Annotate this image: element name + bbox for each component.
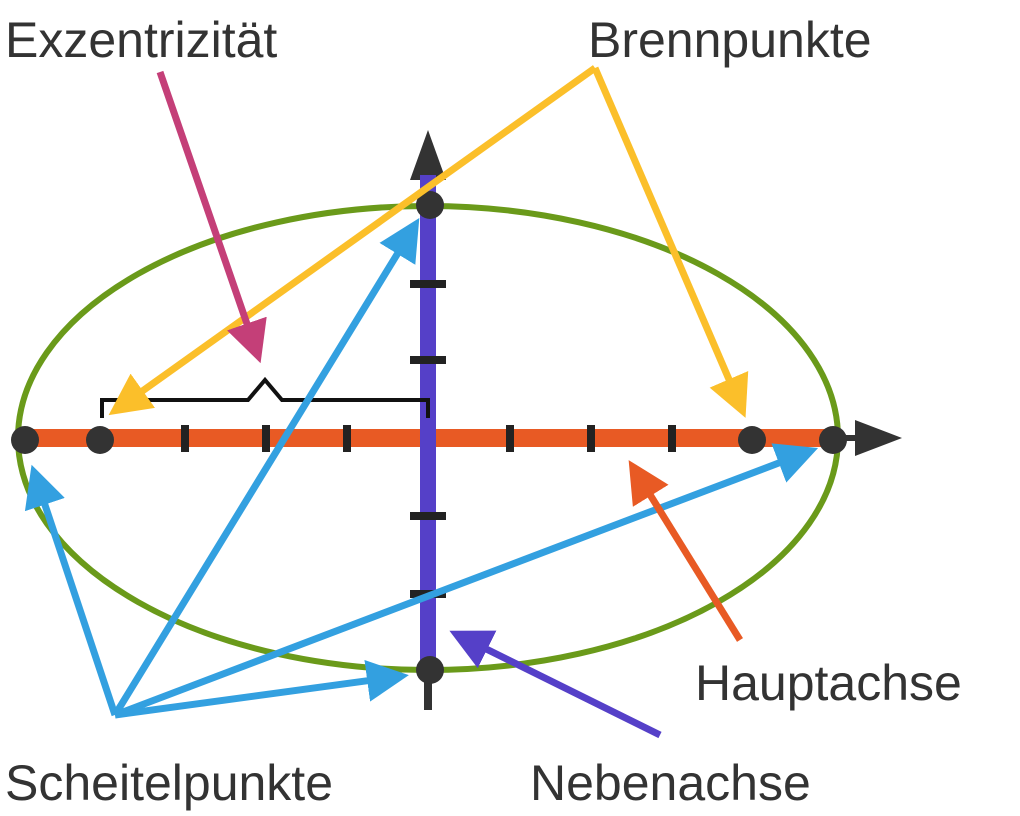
- eccentricity-bracket: [100, 376, 430, 418]
- focus-left: [86, 426, 114, 454]
- label-foci: Brennpunkte: [588, 12, 872, 68]
- co-vertex-top: [416, 191, 444, 219]
- major-axis-arrow: [628, 460, 743, 642]
- foci-arrows: [108, 65, 749, 418]
- major-axis-ticks: [181, 425, 676, 452]
- minor-axis-arrow: [449, 630, 662, 739]
- y-axis-arrow-icon: [410, 130, 446, 180]
- co-vertex-bottom: [416, 656, 444, 684]
- x-axis-arrow-icon: [855, 420, 902, 456]
- vertex-left: [11, 426, 39, 454]
- vertex-arrows: [24, 218, 819, 719]
- label-eccentricity: Exzentrizität: [5, 12, 277, 68]
- points: [11, 191, 847, 684]
- vertex-right: [819, 426, 847, 454]
- eccentricity-arrow: [156, 70, 267, 364]
- focus-right: [738, 426, 766, 454]
- label-minor-axis: Nebenachse: [530, 755, 811, 811]
- label-major-axis: Hauptachse: [695, 655, 962, 711]
- label-vertices: Scheitelpunkte: [5, 755, 333, 811]
